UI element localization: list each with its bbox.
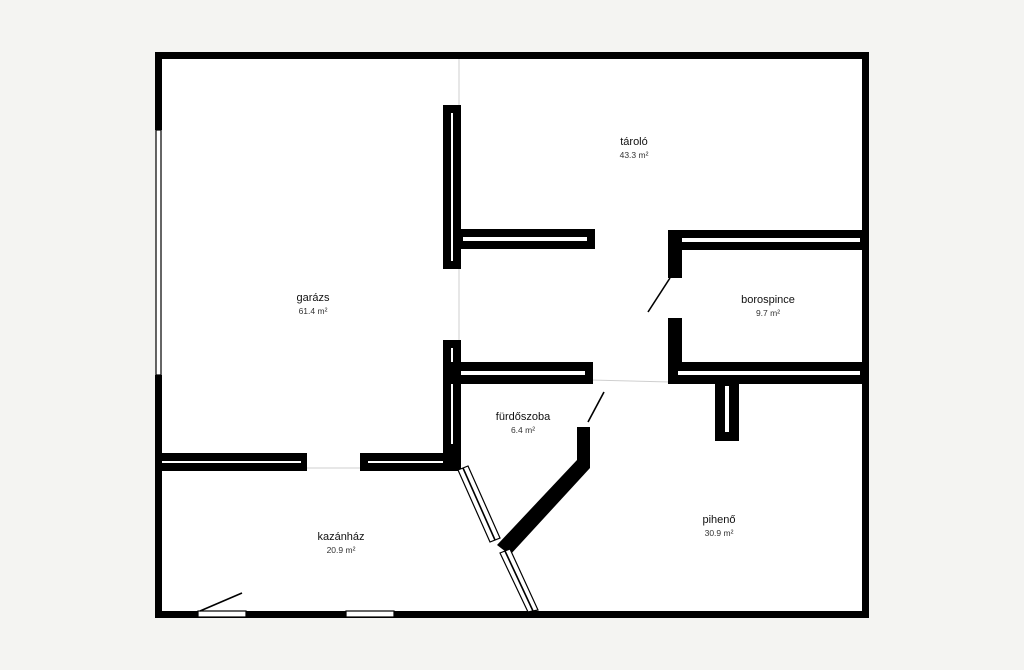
room-name: garázs xyxy=(296,292,330,304)
storage-bottom-wall-inner xyxy=(459,233,591,245)
wine-cellar-left-wall-top xyxy=(668,230,682,278)
opening-line xyxy=(589,379,671,383)
outer-wall-bottom xyxy=(155,611,869,618)
room-name: pihenő xyxy=(702,514,736,526)
room-area: 20.9 m² xyxy=(326,545,356,555)
wine-cellar-left-wall-bottom xyxy=(668,318,682,368)
center-wall-lower-inner xyxy=(447,344,457,448)
room-label-piheno: pihenő 30.9 m² xyxy=(702,514,735,539)
room-label-furdoszoba: fürdőszoba 6.4 m² xyxy=(496,411,550,436)
floor-area xyxy=(158,55,866,615)
garage-bottom-wall-left-inner xyxy=(158,457,305,467)
outer-wall-top xyxy=(155,52,869,59)
door-swing-wine-cellar xyxy=(647,277,671,313)
room-area: 9.7 m² xyxy=(755,308,781,318)
door-swing-boiler-room xyxy=(199,592,243,612)
bottom-window-right xyxy=(345,610,395,618)
bathroom-diagonal-wall xyxy=(497,427,590,555)
bottom-window-left xyxy=(197,610,247,618)
room-area: 43.3 m² xyxy=(619,150,649,160)
room-label-borospince: borospince 9.7 m² xyxy=(741,294,795,319)
center-wall-upper-inner xyxy=(447,109,457,265)
room-name: kazánház xyxy=(317,531,365,543)
room-label-tarolo: tároló 43.3 m² xyxy=(620,136,649,161)
garage-bottom-wall-right-inner xyxy=(364,457,456,467)
wine-cellar-top-wall-inner xyxy=(678,234,864,246)
room-label-garazs: garázs 61.4 m² xyxy=(296,292,329,317)
outer-wall-left-bottom xyxy=(155,375,162,618)
window-pane-line xyxy=(462,467,496,541)
outer-wall-left-top xyxy=(155,52,162,130)
room-name: fürdőszoba xyxy=(495,411,551,423)
garage-door-window xyxy=(155,129,162,376)
room-area: 30.9 m² xyxy=(704,528,734,538)
room-area: 6.4 m² xyxy=(510,425,536,435)
room-area: 61.4 m² xyxy=(298,306,328,316)
outer-wall-right xyxy=(862,52,869,618)
window-pane-line xyxy=(504,550,534,612)
room-label-kazanhaz: kazánház 20.9 m² xyxy=(317,531,364,556)
rest-room-stub-wall-inner xyxy=(721,382,733,436)
wine-cellar-bottom-wall-inner xyxy=(674,367,864,379)
door-swing-bathroom xyxy=(587,391,605,423)
bathroom-top-wall-inner xyxy=(457,367,589,379)
room-name: borospince xyxy=(741,294,795,306)
room-name: tároló xyxy=(620,136,648,148)
